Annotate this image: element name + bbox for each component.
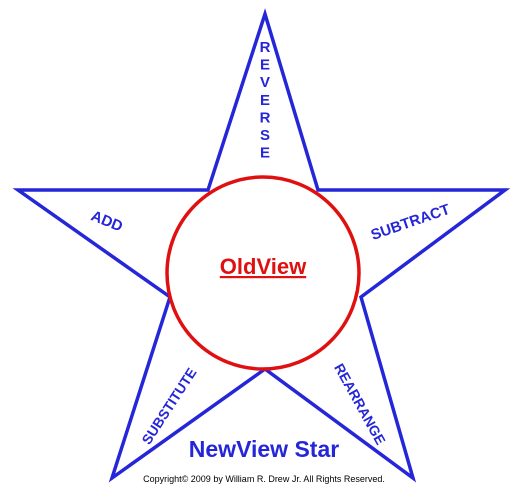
arm-label-reverse-letter: E [260, 57, 270, 74]
arm-label-substitute: SUBSTITUTE [138, 365, 199, 447]
center-label: OldView [220, 254, 307, 279]
arm-label-reverse-letter: V [260, 74, 270, 91]
arm-label-add: ADD [89, 207, 126, 235]
copyright-notice: Copyright© 2009 by William R. Drew Jr. A… [143, 474, 385, 484]
arm-label-reverse-letter: E [260, 92, 270, 109]
arm-label-reverse-letter: R [260, 39, 271, 56]
arm-label-reverse-letter: R [260, 109, 271, 126]
arm-label-rearrange: REARRANGE [331, 361, 389, 448]
diagram-title: NewView Star [189, 436, 339, 462]
arm-label-reverse-letter: S [260, 127, 270, 144]
oldview-circle [165, 175, 361, 371]
arm-label-reverse-letter: E [260, 145, 270, 162]
